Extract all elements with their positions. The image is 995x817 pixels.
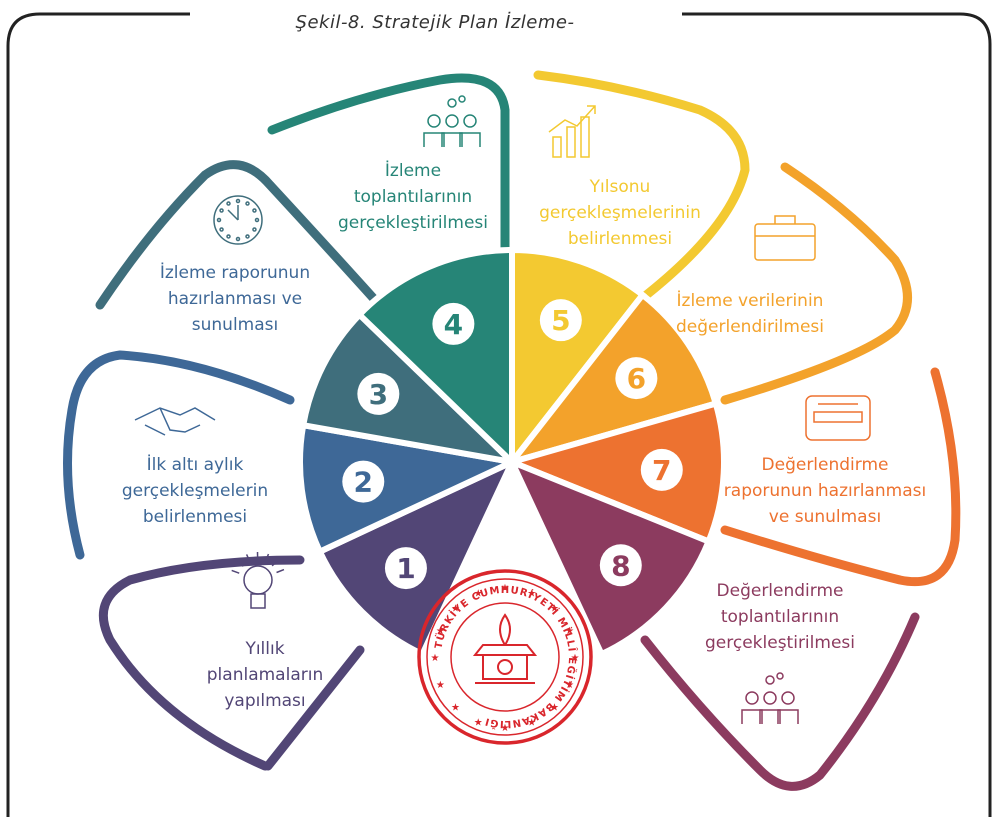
- briefcase-icon: [754, 215, 816, 261]
- outer-arc-3: [95, 160, 380, 310]
- handshake-icon: [134, 407, 216, 436]
- step-1-badge: 1: [384, 547, 427, 590]
- seal-star-icon: ★: [565, 626, 574, 637]
- badge-circle: [342, 460, 385, 503]
- outer-arc-7: [720, 367, 961, 587]
- clock-icon: [213, 195, 263, 245]
- outer-arc-6: [720, 162, 912, 405]
- badge-number: 2: [354, 466, 373, 499]
- badge-circle: [599, 544, 642, 587]
- outer-arc-5: [533, 70, 750, 305]
- pie-slice-3: [299, 310, 522, 467]
- seal-star-icon: ★: [474, 718, 483, 729]
- badge-number: 4: [444, 308, 463, 341]
- badge-circle: [615, 357, 658, 400]
- ministry-seal-icon: TÜRKİYE CUMHURİYETİ MİLLÎ EĞİTİM BAKANLI…: [417, 569, 593, 745]
- pie-slice-4: [355, 246, 515, 470]
- step-5-badge: 5: [539, 299, 582, 342]
- report-device-icon: [805, 395, 871, 441]
- frame-border: [6, 12, 992, 817]
- seal-star-icon: ★: [436, 680, 445, 691]
- diagram-title: Şekil-8. Stratejik Plan İzleme-: [190, 8, 680, 38]
- pie-slice-7: [502, 399, 727, 546]
- seal-star-icon: ★: [451, 702, 460, 713]
- seal-star-icon: ★: [501, 723, 510, 734]
- seal-star-icon: ★: [501, 583, 510, 594]
- badge-circle: [539, 299, 582, 342]
- seal-star-icon: ★: [527, 588, 536, 599]
- step-3-badge: 3: [357, 372, 400, 415]
- badge-circle: [640, 448, 683, 491]
- seal-star-icon: ★: [436, 626, 445, 637]
- step-2-badge: 2: [342, 460, 385, 503]
- step-8-badge: 8: [599, 544, 642, 587]
- pie-slice-2: [297, 421, 522, 556]
- badge-number: 3: [369, 378, 388, 411]
- badge-number: 7: [652, 454, 671, 487]
- lightbulb-icon: [231, 551, 285, 609]
- pie-slice-5: [509, 246, 647, 471]
- seal-star-icon: ★: [527, 718, 536, 729]
- pie-slice-6: [503, 290, 720, 468]
- team-meeting-icon: [423, 95, 481, 147]
- step-4-badge: 4: [432, 302, 475, 345]
- seal-star-icon: ★: [550, 702, 559, 713]
- seal-star-icon: ★: [451, 604, 460, 615]
- badge-circle: [384, 547, 427, 590]
- badge-number: 6: [627, 362, 646, 395]
- badge-number: 1: [396, 552, 415, 585]
- growth-chart-icon: [548, 105, 596, 158]
- outer-arc-4: [267, 73, 510, 260]
- badge-circle: [357, 372, 400, 415]
- step-6-badge: 6: [615, 357, 658, 400]
- seal-star-icon: ★: [474, 588, 483, 599]
- team-meeting-icon: [741, 672, 799, 724]
- outer-arcs: [63, 70, 961, 791]
- number-badges: 1 2 3 4 5 6 7 8: [342, 299, 683, 590]
- outer-arc-1: [98, 555, 365, 771]
- seal-star-icon: ★: [571, 653, 580, 664]
- step-7-badge: 7: [640, 448, 683, 491]
- badge-circle: [432, 302, 475, 345]
- badge-number: 8: [611, 549, 630, 582]
- seal-star-icon: ★: [565, 680, 574, 691]
- seal-star-icon: ★: [431, 653, 440, 664]
- step-icons: [134, 95, 871, 724]
- outer-arc-2: [63, 350, 295, 560]
- seal-star-icon: ★: [550, 604, 559, 615]
- badge-number: 5: [551, 304, 570, 337]
- outer-arc-8: [640, 612, 920, 791]
